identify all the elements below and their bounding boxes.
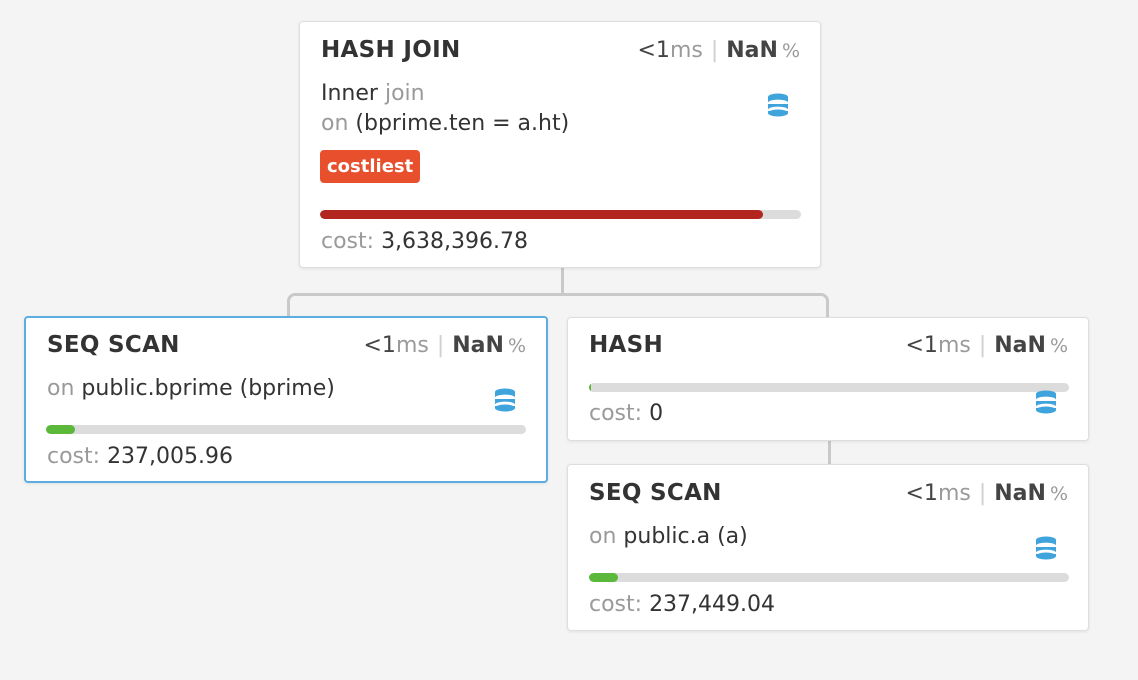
cost-value: 237,005.96	[107, 444, 234, 469]
connector-join-branches	[287, 293, 829, 318]
duration-value: <1	[905, 481, 938, 506]
connector-hash-down	[828, 440, 831, 464]
cost-label: cost:	[589, 592, 643, 617]
cost-bar	[46, 425, 526, 434]
database-icon	[1035, 536, 1057, 560]
percent-value: NaN	[726, 38, 778, 63]
cost-bar-fill	[589, 573, 618, 582]
node-header: SEQ SCAN <1ms|NaN%	[589, 480, 1068, 510]
cost-bar-fill	[46, 425, 75, 434]
relation-name: public.bprime (bprime)	[81, 376, 335, 401]
node-title: SEQ SCAN	[47, 332, 180, 358]
cost-label: cost:	[47, 444, 101, 469]
duration-unit: ms	[937, 481, 971, 506]
cost-line: cost: 0	[589, 401, 663, 426]
cost-line: cost: 237,449.04	[589, 592, 775, 617]
relation-line: on public.a (a)	[589, 524, 748, 549]
cost-bar-fill	[320, 210, 763, 219]
cost-bar	[589, 573, 1069, 582]
database-icon	[494, 388, 516, 412]
plan-node-seq-scan-a[interactable]: SEQ SCAN <1ms|NaN% on public.a (a) cost:…	[567, 464, 1089, 631]
node-header: HASH <1ms|NaN%	[589, 332, 1068, 362]
node-metrics: <1ms|NaN%	[905, 481, 1069, 506]
cost-line: cost: 237,005.96	[47, 444, 233, 469]
plan-node-hash-join[interactable]: HASH JOIN <1ms|NaN% Inner join on (bprim…	[299, 21, 821, 268]
on-word: on	[321, 111, 349, 136]
node-header: SEQ SCAN <1ms|NaN%	[47, 332, 526, 362]
cost-label: cost:	[321, 229, 375, 254]
duration-unit: ms	[395, 333, 429, 358]
join-type-value: Inner	[321, 81, 378, 106]
cost-label: cost:	[589, 401, 643, 426]
percent-symbol: %	[1049, 335, 1068, 357]
cost-bar	[589, 383, 1069, 392]
cost-bar-fill	[589, 383, 591, 392]
plan-node-hash[interactable]: HASH <1ms|NaN% cost: 0	[567, 317, 1089, 441]
percent-value: NaN	[994, 333, 1046, 358]
relation-line: on public.bprime (bprime)	[47, 376, 335, 401]
node-header: HASH JOIN <1ms|NaN%	[321, 37, 800, 67]
node-title: HASH JOIN	[321, 37, 461, 63]
database-icon	[1035, 390, 1057, 414]
node-title: SEQ SCAN	[589, 480, 722, 506]
node-metrics: <1ms|NaN%	[637, 38, 801, 63]
cost-value: 237,449.04	[649, 592, 776, 617]
percent-symbol: %	[507, 335, 526, 357]
duration-value: <1	[363, 333, 396, 358]
node-title: HASH	[589, 332, 664, 358]
join-condition-value: (bprime.ten = a.ht)	[355, 111, 570, 136]
cost-value: 3,638,396.78	[381, 229, 529, 254]
database-icon	[767, 93, 789, 117]
costliest-badge: costliest	[320, 150, 421, 183]
percent-symbol: %	[1049, 483, 1068, 505]
duration-unit: ms	[937, 333, 971, 358]
on-word: on	[589, 524, 617, 549]
duration-value: <1	[637, 38, 670, 63]
cost-bar	[320, 210, 801, 219]
percent-symbol: %	[781, 40, 800, 62]
on-word: on	[47, 376, 75, 401]
percent-value: NaN	[452, 333, 504, 358]
plan-node-seq-scan-bprime[interactable]: SEQ SCAN <1ms|NaN% on public.bprime (bpr…	[24, 316, 548, 483]
cost-value: 0	[649, 401, 664, 426]
duration-value: <1	[905, 333, 938, 358]
relation-name: public.a (a)	[623, 524, 748, 549]
duration-unit: ms	[669, 38, 703, 63]
connector-join-down	[561, 268, 564, 294]
node-metrics: <1ms|NaN%	[363, 333, 527, 358]
node-metrics: <1ms|NaN%	[905, 333, 1069, 358]
join-condition: on (bprime.ten = a.ht)	[321, 111, 569, 136]
join-type: Inner join	[321, 81, 425, 106]
join-word: join	[384, 81, 425, 106]
percent-value: NaN	[994, 481, 1046, 506]
cost-line: cost: 3,638,396.78	[321, 229, 528, 254]
